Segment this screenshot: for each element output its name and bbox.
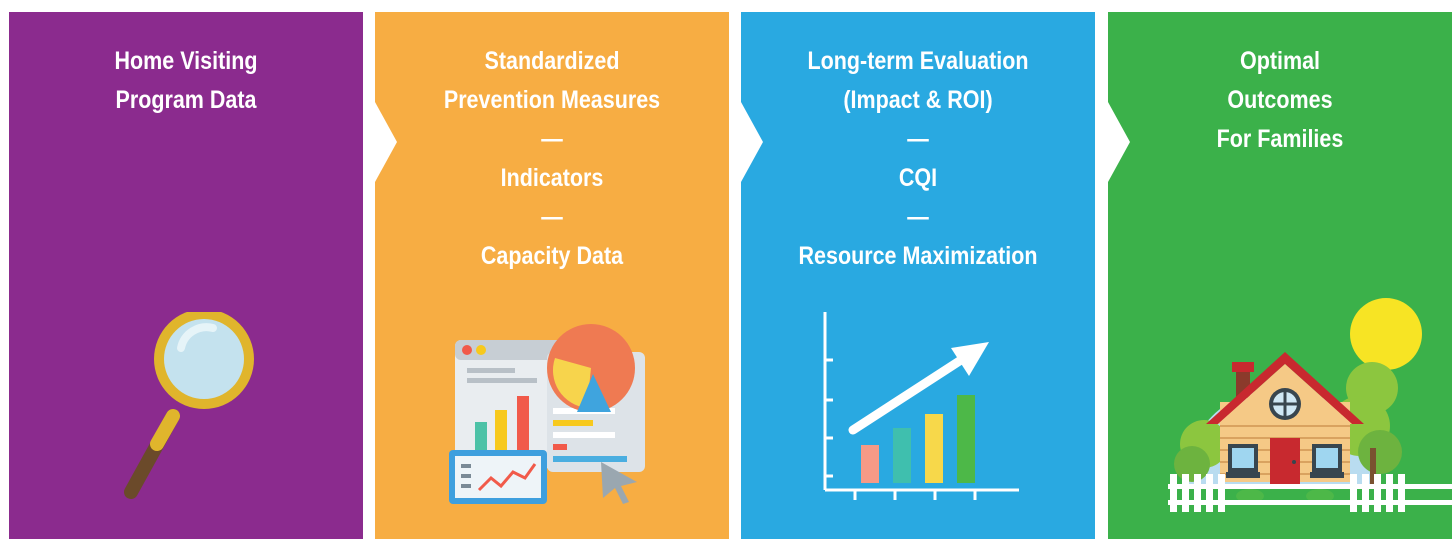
step-text-line: — — [541, 125, 563, 153]
step-text-line: Optimal — [1239, 47, 1321, 75]
step-title-optimal-outcomes: Optimal Outcomes For Families — [1132, 42, 1428, 159]
step-text-line: CQI — [898, 164, 938, 192]
step-title-long-term-evaluation: Long-term Evaluation (Impact & ROI) — CQ… — [766, 42, 1070, 276]
step-text-line: — — [541, 203, 563, 231]
magnifying-glass-icon — [124, 312, 254, 499]
step-text-line: — — [907, 203, 929, 231]
step-title-prevention-measures: Standardized Prevention Measures — Indic… — [400, 42, 704, 276]
step-title-home-visiting: Home Visiting Program Data — [34, 42, 338, 120]
step-panel-prevention-measures: Standardized Prevention Measures — Indic… — [375, 12, 729, 539]
step-text-line: Capacity Data — [480, 242, 624, 270]
step-panel-long-term-evaluation: Long-term Evaluation (Impact & ROI) — CQ… — [741, 12, 1095, 539]
step-panel-optimal-outcomes: Optimal Outcomes For Families — [1108, 12, 1452, 539]
family-house-icon — [1168, 298, 1452, 512]
step-text-line: Resource Maximization — [798, 242, 1038, 270]
panel-background — [9, 12, 363, 539]
step-text-line: — — [907, 125, 929, 153]
growth-bar-chart-icon — [823, 312, 1019, 500]
panel-background — [741, 12, 1095, 539]
step-text-line: (Impact & ROI) — [843, 86, 993, 114]
step-text-line: Long-term Evaluation — [807, 47, 1029, 75]
step-text-line: Indicators — [500, 164, 604, 192]
step-text-line: For Families — [1216, 125, 1344, 153]
analytics-dashboard-icon — [449, 324, 645, 504]
step-panel-home-visiting: Home Visiting Program Data — [9, 12, 363, 539]
step-text-line: Outcomes — [1227, 86, 1333, 114]
step-text-line: Program Data — [115, 86, 257, 114]
step-text-line: Prevention Measures — [443, 86, 661, 114]
step-text-line: Home Visiting — [114, 47, 258, 75]
step-text-line: Standardized — [484, 47, 620, 75]
